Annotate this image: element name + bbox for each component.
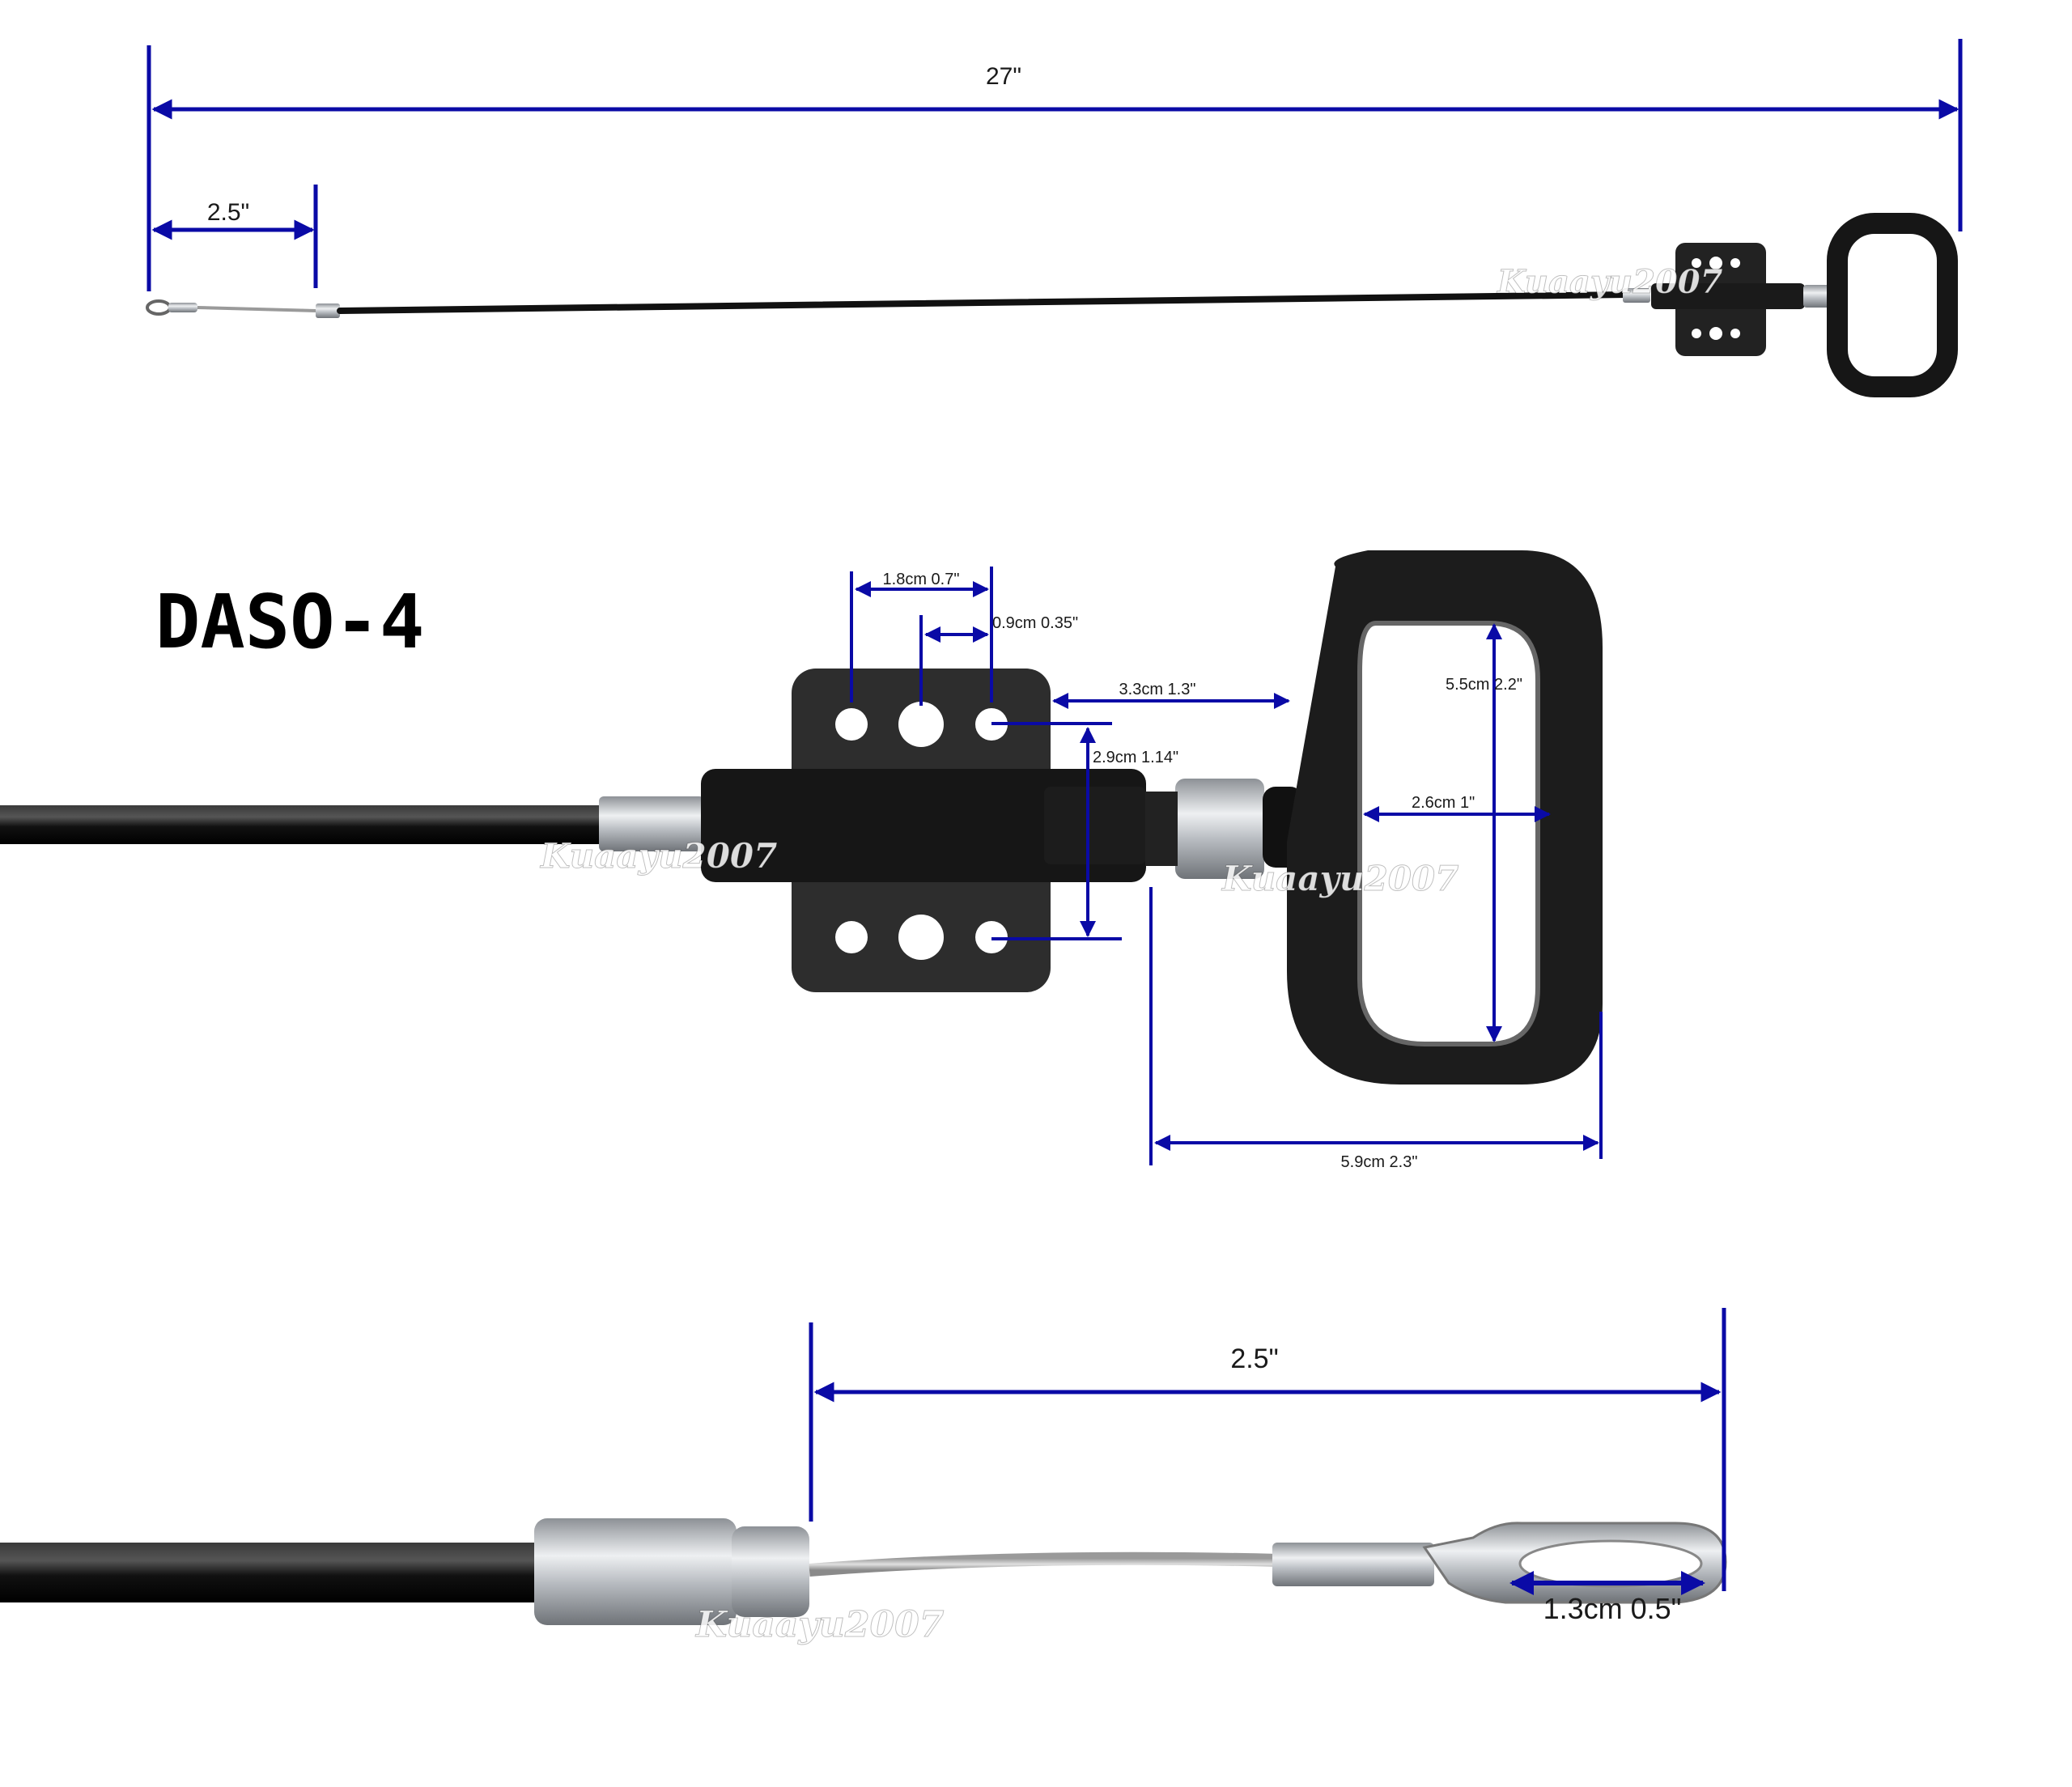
hole-span-label: 1.8cm 0.7" bbox=[883, 571, 960, 588]
overview-watermark: Kuaayu2007 bbox=[1497, 263, 1723, 301]
handle-inner-width-label: 2.6cm 1" bbox=[1412, 794, 1475, 812]
detail-cable-ferrule bbox=[599, 796, 704, 851]
detail-handle-tube bbox=[701, 769, 1146, 882]
overview-handle-tube bbox=[1651, 283, 1805, 309]
eyelet-length-dimension: 1.3cm 0.5" bbox=[1509, 1571, 1705, 1625]
detail-handle-collar bbox=[1175, 779, 1264, 879]
overview-plate-holes bbox=[1692, 257, 1740, 340]
total-length-label: 27" bbox=[986, 63, 1021, 90]
end-detail-section: Kuaayu2007 2.5" 1.3cm 0.5" bbox=[0, 1308, 1727, 1646]
hole-spacing-label: 0.9cm 0.35" bbox=[992, 614, 1078, 632]
detail-watermark-left: Kuaayu2007 bbox=[540, 836, 777, 876]
overview-ferrule bbox=[316, 303, 340, 318]
overview-end-length-dimension: 2.5" bbox=[146, 185, 318, 288]
hole-spacing-dimension: 0.9cm 0.35" bbox=[919, 614, 1078, 706]
handle-total-length-label: 5.9cm 2.3" bbox=[1341, 1153, 1418, 1171]
overview-cable-assembly: Kuaayu2007 bbox=[146, 213, 1958, 397]
overview-eyelet-crimp bbox=[168, 303, 197, 312]
handle-total-length-dimension: 5.9cm 2.3" bbox=[1149, 887, 1603, 1171]
end-length-label: 2.5" bbox=[207, 199, 249, 226]
detail-watermark-right: Kuaayu2007 bbox=[1221, 859, 1458, 898]
handle-inner-width-dimension: 2.6cm 1" bbox=[1363, 794, 1551, 822]
end-detail-wire bbox=[809, 1551, 1280, 1577]
end-detail-crimp bbox=[1272, 1543, 1434, 1586]
hole-row-spacing-dimension: 2.9cm 1.14" bbox=[991, 722, 1178, 940]
wire-length-dimension: 2.5" bbox=[809, 1308, 1726, 1591]
overview-handle bbox=[1827, 213, 1958, 397]
eyelet-length-label: 1.3cm 0.5" bbox=[1543, 1592, 1682, 1625]
overview-section: Kuaayu2007 27" 2.5" bbox=[146, 39, 1963, 397]
detail-cable bbox=[0, 805, 615, 844]
hole-row-spacing-label: 2.9cm 1.14" bbox=[1093, 749, 1178, 766]
end-detail-watermark: Kuaayu2007 bbox=[694, 1604, 945, 1645]
overview-cable bbox=[337, 291, 1630, 314]
handle-detail-section: DASO-4 Kuaayu2007 Kuaayu2007 1.8cm 0.7" bbox=[0, 550, 1603, 1171]
end-detail-ferrule bbox=[534, 1518, 737, 1625]
plate-to-handle-label: 3.3cm 1.3" bbox=[1119, 681, 1196, 698]
overview-eyelet bbox=[146, 299, 172, 316]
end-detail-cable bbox=[0, 1543, 550, 1602]
hole-span-dimension: 1.8cm 0.7" bbox=[850, 567, 993, 702]
plate-to-handle-dimension: 3.3cm 1.3" bbox=[1052, 681, 1290, 709]
product-code-title: DASO-4 bbox=[155, 579, 424, 665]
overview-inner-wire bbox=[197, 306, 318, 312]
detail-plate-holes bbox=[835, 702, 1008, 960]
handle-inner-height-label: 5.5cm 2.2" bbox=[1446, 676, 1522, 694]
handle-inner-height-dimension: 5.5cm 2.2" bbox=[1446, 623, 1522, 1042]
overview-right-ferrule bbox=[1623, 288, 1650, 303]
wire-length-label: 2.5" bbox=[1230, 1343, 1278, 1374]
